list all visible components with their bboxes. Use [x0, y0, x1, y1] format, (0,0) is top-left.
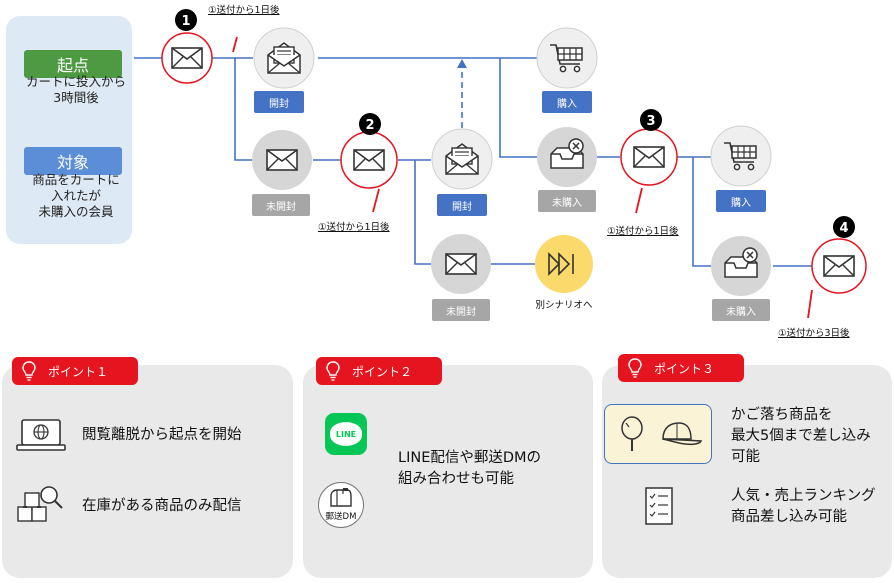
- lightbulb-icon: [22, 361, 36, 381]
- point-title-1: ポイント１: [48, 364, 109, 379]
- point3-item2-text: 人気・売上ランキング 商品差し込み可能: [731, 486, 876, 528]
- postal-dm-label: 郵送DM: [325, 512, 357, 522]
- point2-text: LINE配信や郵送DMの 組み合わせも可能: [398, 448, 541, 490]
- lightbulb-icon: [628, 358, 642, 378]
- point-title-2: ポイント２: [352, 364, 413, 379]
- point2-text-line: 組み合わせも可能: [398, 471, 514, 487]
- point-title-3: ポイント３: [654, 361, 715, 376]
- label-not-purchased-2: 未購入: [712, 299, 770, 321]
- timing-note-1: ①送付から1日後: [208, 5, 280, 16]
- cap-icon: [662, 422, 703, 446]
- point3-item1-text: かご落ち商品を 最大5個まで差し込み 可能: [731, 405, 871, 468]
- label-unopened-2: 未開封: [432, 299, 490, 321]
- start-tag: 起点: [24, 50, 122, 78]
- start-desc-line: カートに投入から: [25, 74, 126, 89]
- svg-text:2: 2: [365, 118, 374, 133]
- point3-text-line: 最大5個まで差し込み: [731, 428, 871, 444]
- cart-node-1: [536, 27, 598, 89]
- svg-text:3: 3: [646, 114, 655, 129]
- label-opened-2: 開封: [437, 194, 487, 216]
- laptop-globe-icon: [16, 419, 66, 451]
- label-purchase-2: 購入: [716, 190, 766, 212]
- step-badge-1: 1: [175, 9, 197, 31]
- target-description: 商品をカートに 入れたが 未購入の会員: [14, 172, 138, 220]
- unopened-mail-node: [252, 130, 312, 190]
- point-card-2: [303, 365, 593, 578]
- timing-note-2: ①送付から1日後: [318, 222, 390, 233]
- timing-ticks: [232, 36, 813, 319]
- point-card-3: [602, 365, 892, 578]
- point-tag-1: ポイント１: [12, 357, 138, 385]
- step1-mail-node: [161, 32, 213, 84]
- step3-mail-node: [620, 128, 678, 186]
- timing-note-3: ①送付から1日後: [607, 226, 679, 237]
- flow-lines: [134, 57, 813, 267]
- point1-item1-text: 閲覧離脱から起点を開始: [82, 427, 242, 443]
- unopened-mail-node-2: [431, 234, 491, 294]
- label-opened-1: 開封: [254, 91, 304, 113]
- svg-text:4: 4: [839, 221, 848, 236]
- svg-text:1: 1: [181, 14, 190, 29]
- point3-text-line: 可能: [731, 449, 760, 465]
- timing-note-4: ①送付から3日後: [778, 328, 850, 339]
- label-not-purchased-1: 未購入: [538, 190, 596, 212]
- not-purchased-node-2: [711, 236, 771, 296]
- checklist-icon: [645, 487, 673, 525]
- boxes-search-icon: [17, 486, 63, 522]
- step-badge-2: 2: [359, 113, 381, 135]
- point3-text-line: かご落ち商品を: [731, 407, 833, 423]
- target-desc-line: 商品をカートに: [32, 172, 120, 187]
- opened-mail-node: [253, 27, 315, 89]
- postal-dm-icon: 郵送DM: [318, 482, 364, 528]
- step-badge-3: 3: [640, 109, 662, 131]
- hand-mirror-icon: [621, 416, 643, 451]
- step4-mail-node: [811, 238, 867, 294]
- skip-forward-node: [535, 235, 593, 293]
- start-panel: 起点 カートに投入から 3時間後 対象 商品をカートに 入れたが 未購入の会員: [6, 16, 132, 244]
- point3-text-line: 人気・売上ランキング: [731, 488, 876, 504]
- step-badge-4: 4: [833, 216, 855, 238]
- target-desc-line: 未購入の会員: [38, 204, 114, 219]
- point3-text-line: 商品差し込み可能: [731, 509, 847, 525]
- point-tag-3: ポイント３: [618, 354, 744, 382]
- line-app-icon: LINE: [325, 413, 367, 455]
- cart-node-2: [710, 125, 772, 187]
- start-desc-line: 3時間後: [53, 90, 99, 105]
- line-app-label: LINE: [330, 422, 362, 446]
- label-purchase-1: 購入: [542, 91, 592, 113]
- lightbulb-icon: [326, 361, 340, 381]
- label-other-scenario: 別シナリオへ: [535, 300, 593, 311]
- target-tag: 対象: [24, 147, 122, 175]
- step2-mail-node: [340, 131, 398, 189]
- mailbox-icon: [330, 488, 352, 507]
- point1-item2-text: 在庫がある商品のみ配信: [82, 498, 242, 514]
- point2-text-line: LINE配信や郵送DMの: [398, 450, 542, 466]
- opened-mail-node-2: [431, 128, 493, 190]
- start-description: カートに投入から 3時間後: [14, 74, 138, 106]
- point-tag-2: ポイント２: [316, 357, 442, 385]
- label-unopened-1: 未開封: [252, 194, 310, 216]
- point-card-1: [2, 365, 293, 578]
- basket-items-box: [604, 404, 712, 464]
- not-purchased-node-1: [537, 127, 597, 187]
- target-desc-line: 入れたが: [50, 188, 101, 203]
